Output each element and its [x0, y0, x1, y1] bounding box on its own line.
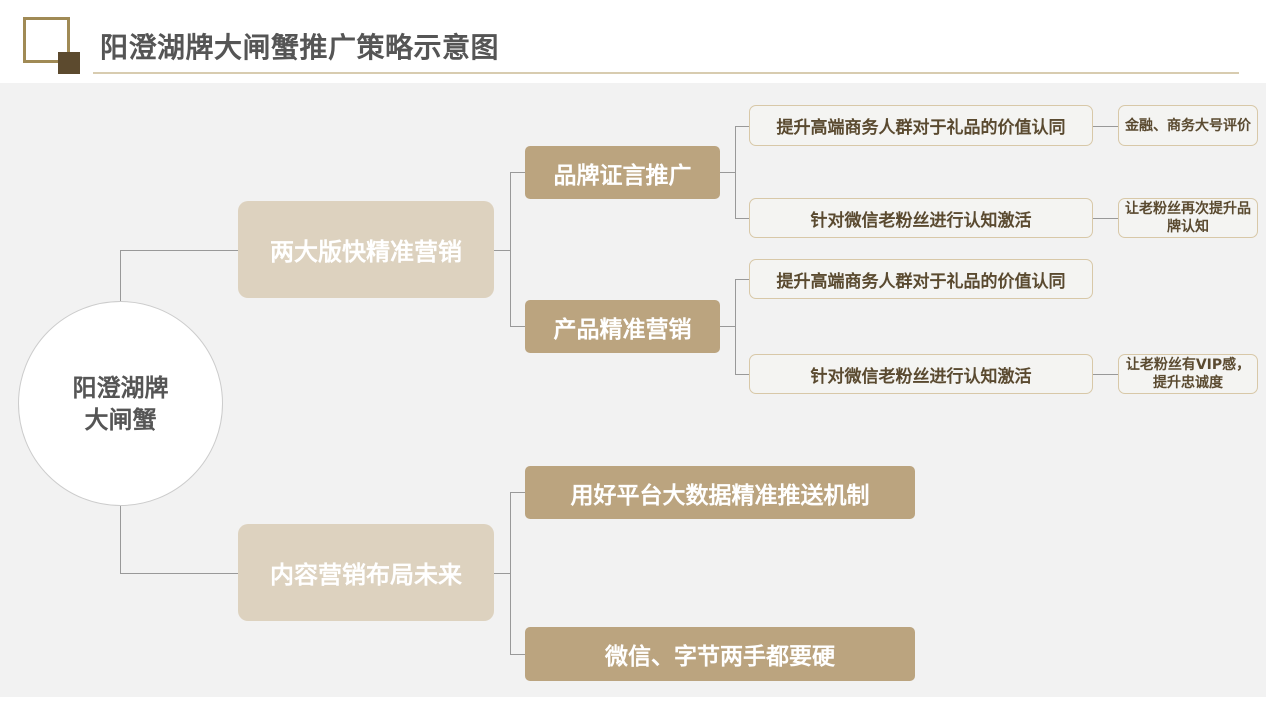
- connector: [720, 326, 735, 327]
- node-big-data-push[interactable]: 用好平台大数据精准推送机制: [525, 466, 915, 519]
- connector: [510, 326, 525, 327]
- root-label-line2: 大闸蟹: [84, 405, 157, 434]
- connector: [735, 279, 749, 280]
- connector: [510, 172, 511, 326]
- connector: [735, 279, 736, 374]
- connector: [510, 492, 525, 493]
- page-title: 阳澄湖牌大闸蟹推广策略示意图: [100, 31, 500, 64]
- node-wechat-activation[interactable]: 针对微信老粉丝进行认知激活: [749, 198, 1093, 238]
- node-content-marketing[interactable]: 内容营销布局未来: [238, 524, 494, 621]
- connector: [120, 506, 121, 573]
- node-brand-endorsement[interactable]: 品牌证言推广: [525, 146, 720, 199]
- connector: [510, 654, 525, 655]
- connector: [735, 374, 749, 375]
- node-product-marketing[interactable]: 产品精准营销: [525, 300, 720, 353]
- connector: [120, 250, 121, 302]
- title-decoration-outline: [23, 17, 70, 63]
- connector: [510, 172, 525, 173]
- root-node[interactable]: 阳澄湖牌大闸蟹: [18, 301, 223, 506]
- connector: [735, 218, 749, 219]
- node-value-recognition[interactable]: 提升高端商务人群对于礼品的价值认同: [749, 259, 1093, 299]
- note-brand-awareness[interactable]: 让老粉丝再次提升品牌认知: [1118, 198, 1258, 238]
- connector: [494, 573, 510, 574]
- connector: [1093, 218, 1118, 219]
- node-wechat-activation[interactable]: 针对微信老粉丝进行认知激活: [749, 354, 1093, 394]
- title-divider: [93, 72, 1239, 74]
- connector: [735, 126, 749, 127]
- connector: [120, 573, 238, 574]
- title-decoration-square: [58, 52, 80, 74]
- root-label-line1: 阳澄湖牌: [72, 373, 169, 402]
- connector: [120, 250, 238, 251]
- note-vip-loyalty[interactable]: 让老粉丝有VIP感，提升忠诚度: [1118, 354, 1258, 394]
- connector: [510, 492, 511, 654]
- note-finance-reviews[interactable]: 金融、商务大号评价: [1118, 105, 1258, 146]
- node-precision-marketing[interactable]: 两大版快精准营销: [238, 201, 494, 298]
- connector: [720, 172, 735, 173]
- connector: [735, 126, 736, 218]
- connector: [1093, 374, 1118, 375]
- connector: [494, 250, 510, 251]
- node-value-recognition[interactable]: 提升高端商务人群对于礼品的价值认同: [749, 105, 1093, 146]
- node-wechat-bytedance[interactable]: 微信、字节两手都要硬: [525, 627, 915, 681]
- connector: [1093, 126, 1118, 127]
